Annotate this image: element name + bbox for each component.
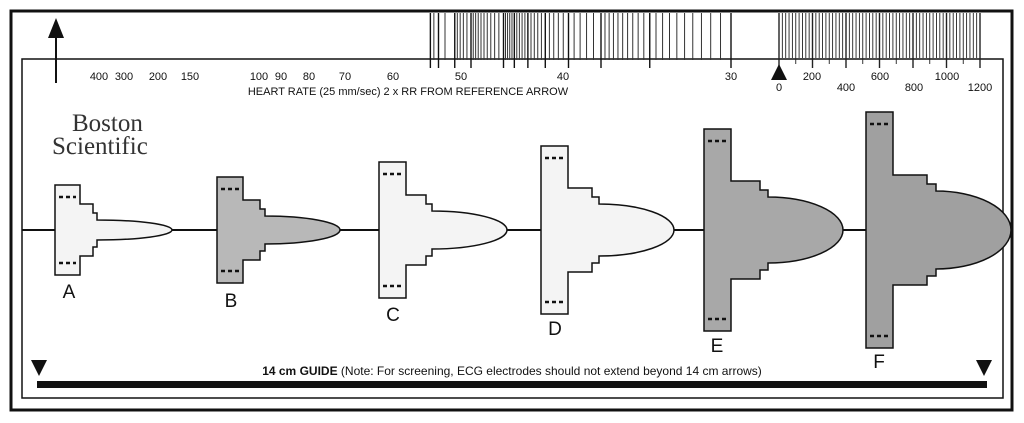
template-shape [54,184,173,276]
guide-right-arrow-icon [976,360,992,376]
guide-title: 14 cm GUIDE [262,364,337,378]
hr-label: 80 [303,71,315,83]
template-shape [703,128,844,332]
boston-scientific-logo: Boston Scientific [52,110,148,160]
hr-label: 300 [115,71,133,83]
template-letter-e: E [711,336,724,357]
logo-line-2: Scientific [52,133,148,160]
template-shape [540,145,675,315]
template-shapes [54,111,1012,349]
outer-frame [9,9,1014,412]
hr-label: 60 [387,71,399,83]
template-letter-f: F [873,352,885,373]
hr-label: 400 [90,71,108,83]
logo-line-1: Boston [72,110,143,137]
distance-label: 200 [803,71,821,83]
hr-label: 30 [725,71,737,83]
distance-label: 800 [905,82,923,94]
heart-rate-labels: 400 300 200 150 100 90 80 70 60 50 40 30 [90,71,737,83]
distance-label: 400 [837,82,855,94]
guide-note: 14 cm GUIDE (Note: For screening, ECG el… [262,364,762,378]
hr-label: 90 [275,71,287,83]
template-shape [378,161,508,299]
template-letter-b: B [225,291,238,312]
distance-labels: 0 200 400 600 800 1000 1200 [776,71,992,94]
distance-label: 1000 [935,71,959,83]
hr-label: 100 [250,71,268,83]
hr-label: 70 [339,71,351,83]
template-letter-c: C [386,305,400,326]
reference-arrow-up-icon [48,18,64,83]
template-letter-d: D [548,319,562,340]
guide-bar [37,381,987,388]
hr-label: 40 [557,71,569,83]
heart-rate-scale [429,13,732,68]
guide-note-text: (Note: For screening, ECG electrodes sho… [338,364,762,378]
hr-label: 200 [149,71,167,83]
template-letter-a: A [63,282,76,303]
distance-label: 1200 [968,82,992,94]
distance-label: 0 [776,82,782,94]
distance-label: 600 [871,71,889,83]
template-shape [865,111,1012,349]
hr-label: 50 [455,71,467,83]
template-shape [216,176,341,284]
distance-scale [778,13,981,68]
template-letters: A B C D E F [63,282,885,373]
zero-marker-icon [771,64,787,80]
guide-left-arrow-icon [31,360,47,376]
heart-rate-caption: HEART RATE (25 mm/sec) 2 x RR FROM REFER… [248,86,569,98]
hr-label: 150 [181,71,199,83]
